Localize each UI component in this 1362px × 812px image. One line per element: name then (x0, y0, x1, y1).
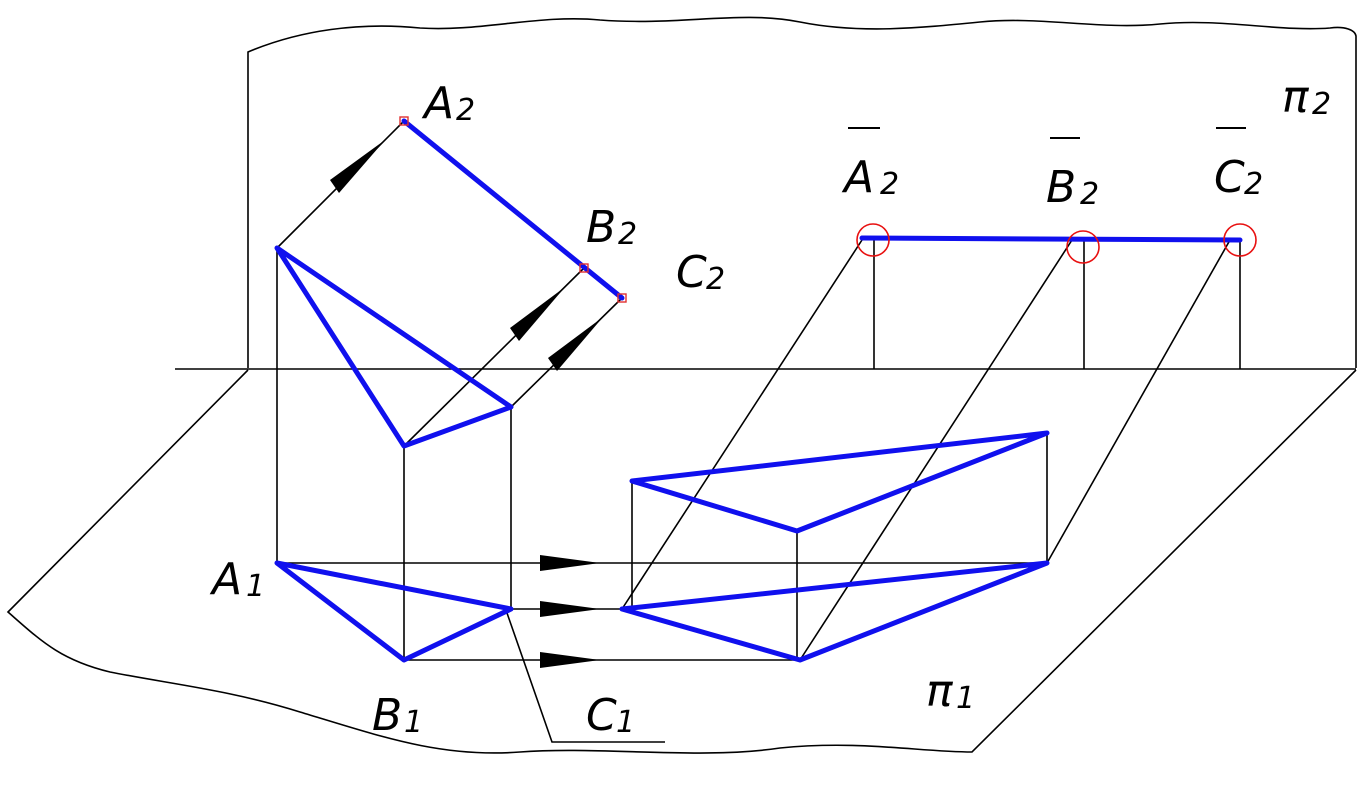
edge-a2-c2-bar (859, 235, 1243, 243)
c1-leader-line (506, 612, 665, 743)
diagonal-link (799, 239, 1073, 661)
arrow-icon (540, 555, 600, 571)
label-a2-index: 2 (456, 93, 475, 128)
label-b2-bar: B (1046, 162, 1076, 213)
triangle-horizontal (274, 560, 514, 663)
label-pi1: π (926, 666, 954, 717)
label-pi2: π (1282, 72, 1310, 123)
label-c2-bar: C (1214, 152, 1245, 203)
label-pi1-index: 1 (956, 681, 975, 716)
point-marker (617, 293, 627, 303)
label-c1-index: 1 (616, 705, 635, 740)
label-c2-bar-index: 2 (1244, 167, 1263, 202)
label-c1: C (586, 690, 617, 741)
arrow-icon (540, 601, 600, 617)
triangle-transformed-upper (629, 430, 1050, 534)
point-circle-a2-bar (856, 223, 890, 257)
arrow-icon (510, 287, 565, 341)
point-marker (579, 263, 589, 273)
point-marker (399, 116, 409, 126)
diagonal-link (621, 239, 863, 610)
label-b2-bar-index: 2 (1080, 177, 1099, 212)
label-a1-index: 1 (246, 569, 265, 604)
plane-pi2-outline (247, 16, 1357, 368)
label-a2: A (421, 78, 454, 129)
label-a1: A (209, 554, 242, 605)
label-b1-index: 1 (404, 705, 423, 740)
label-b1: B (372, 690, 402, 741)
label-c2: C (676, 247, 707, 298)
plane-pi1-outline (6, 369, 1357, 754)
label-c2-index: 2 (706, 262, 725, 297)
label-a2-bar: A (841, 152, 874, 203)
point-circle-b2-bar (1066, 230, 1100, 264)
arrow-icon (330, 140, 385, 193)
label-pi2-index: 2 (1312, 87, 1331, 122)
triangle-transformed-lower (619, 560, 1050, 663)
label-a2-bar-index: 2 (880, 167, 899, 202)
diagonal-link (1046, 239, 1231, 564)
label-b2: B (586, 202, 616, 253)
arrow-icon (548, 317, 603, 371)
point-circle-c2-bar (1223, 223, 1257, 257)
triangle-frontal (274, 245, 514, 449)
label-b2-index: 2 (618, 217, 637, 252)
edge-a2-c2 (401, 118, 625, 301)
arrow-icon (540, 652, 600, 668)
